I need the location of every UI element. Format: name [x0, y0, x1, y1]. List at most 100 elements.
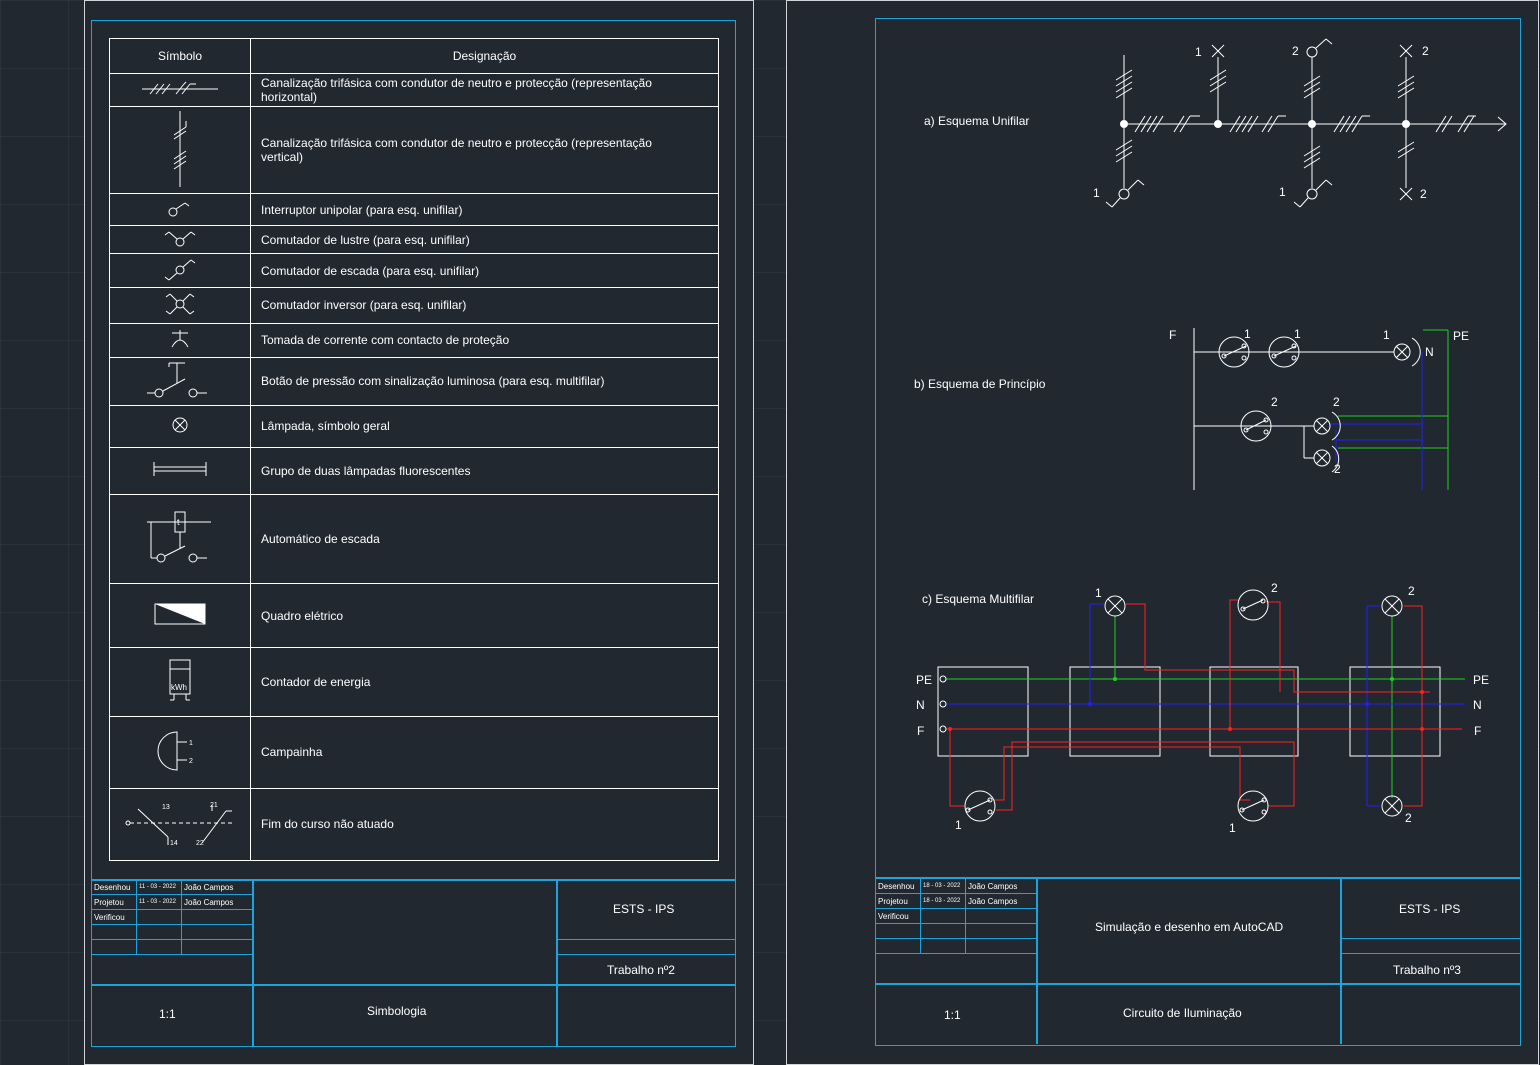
row-description: Botão de pressão com sinalização luminos…	[250, 356, 719, 406]
multifilar-title: c) Esquema Multifilar	[922, 592, 1035, 606]
role-cell: Verificou	[875, 908, 921, 924]
illuminated-push-button-icon	[109, 356, 251, 406]
row-description: Comutador inversor (para esq. unifilar)	[250, 286, 719, 324]
name-cell	[181, 909, 254, 925]
name-cell	[965, 908, 1038, 924]
unifilar-label: 2	[1420, 187, 1427, 201]
principle-number: 2	[1334, 462, 1341, 476]
sheet2-frame	[875, 18, 1521, 1046]
row-description: Canalização trifásica com condutor de ne…	[250, 106, 719, 195]
principle-earth-label: PE	[1453, 329, 1470, 343]
multifilar-left-neutral-label: N	[916, 698, 925, 712]
sheet2-title: Circuito de Iluminação	[1123, 1006, 1242, 1020]
multifilar-number: 1	[1229, 821, 1236, 835]
multifilar-number: 2	[1405, 811, 1412, 825]
svg-text:t: t	[177, 517, 180, 527]
row-description: Campainha	[250, 715, 719, 789]
bell-terminal-1: 1	[189, 740, 193, 747]
role-cell: Desenhou	[91, 879, 137, 895]
row-description: Fim do curso não atuado	[250, 787, 719, 862]
sheet1-work-number: Trabalho nº2	[607, 963, 675, 977]
symbol-table: Símbolo Designação Canalização trifásica…	[109, 37, 719, 862]
limit-label-13: 13	[162, 804, 170, 811]
name-cell: João Campos	[181, 894, 254, 910]
bell-terminal-2: 2	[189, 758, 193, 765]
date-cell	[136, 909, 182, 925]
date-cell: 18 - 03 - 2022	[920, 878, 966, 894]
multifilar-right-earth-label: PE	[1473, 673, 1490, 687]
unifilar-label: 1	[1279, 185, 1286, 199]
multifilar-number: 2	[1408, 584, 1415, 598]
sheet2-subject: Simulação e desenho em AutoCAD	[1095, 920, 1284, 934]
sheet1-frame	[91, 20, 736, 1047]
principle-neutral-label: N	[1425, 345, 1434, 359]
multifilar-right-neutral-label: N	[1473, 698, 1482, 712]
sheet2-school: ESTS - IPS	[1399, 902, 1461, 916]
sheet1-title: Simbologia	[367, 1004, 427, 1018]
inverter-switch-icon	[109, 286, 251, 324]
symbol-column-header: Símbolo	[109, 37, 251, 75]
role-cell: Verificou	[91, 909, 137, 925]
stair-switch-icon	[109, 253, 251, 288]
date-cell	[920, 908, 966, 924]
row-description: Grupo de duas lâmpadas fluorescentes	[250, 446, 719, 496]
sheet1-scale: 1:1	[159, 1007, 176, 1021]
multifilar-number: 1	[955, 818, 962, 832]
unifilar-title: a) Esquema Unifilar	[924, 114, 1030, 128]
name-cell: João Campos	[965, 893, 1038, 909]
three-phase-conduit-vertical-icon	[109, 106, 251, 195]
principle-title: b) Esquema de Princípio	[914, 377, 1046, 391]
unifilar-label: 2	[1292, 44, 1299, 58]
row-description: Interruptor unipolar (para esq. unifilar…	[250, 193, 719, 227]
stair-timer-icon: t	[109, 494, 251, 585]
principle-number: 1	[1244, 327, 1251, 341]
fluorescent-lamps-icon	[109, 446, 251, 496]
row-description: Comutador de escada (para esq. unifilar)	[250, 253, 719, 288]
unifilar-label: 1	[1195, 45, 1202, 59]
row-description: Automático de escada	[250, 494, 719, 585]
electrical-panel-icon	[109, 583, 251, 649]
single-pole-switch-icon	[109, 193, 251, 227]
meter-kwh-label: kWh	[171, 683, 187, 692]
chandelier-switch-icon	[109, 225, 251, 255]
designation-column-header: Designação	[250, 37, 719, 75]
row-description: Quadro elétrico	[250, 583, 719, 649]
row-description: Lâmpada, símbolo geral	[250, 404, 719, 448]
principle-phase-label: F	[1169, 328, 1177, 342]
sheet2-scale: 1:1	[944, 1008, 961, 1022]
row-description: Contador de energia	[250, 647, 719, 717]
date-cell: 18 - 03 - 2022	[920, 893, 966, 909]
limit-label-14: 14	[170, 840, 178, 847]
unifilar-label: 1	[1093, 186, 1100, 200]
multifilar-left-phase-label: F	[917, 724, 925, 738]
energy-meter-icon: kWh	[109, 647, 251, 717]
date-cell: 11 - 03 - 2022	[136, 894, 182, 910]
limit-label-22: 22	[196, 840, 204, 847]
limit-label-21: 21	[210, 802, 218, 809]
principle-number: 2	[1333, 395, 1340, 409]
socket-outlet-icon	[109, 322, 251, 358]
principle-number: 1	[1383, 328, 1390, 342]
role-cell: Projetou	[91, 894, 137, 910]
name-cell: João Campos	[965, 878, 1038, 894]
role-cell: Projetou	[875, 893, 921, 909]
lamp-icon	[109, 404, 251, 448]
multifilar-left-earth-label: PE	[916, 673, 933, 687]
date-cell: 11 - 03 - 2022	[136, 879, 182, 895]
multifilar-right-phase-label: F	[1474, 724, 1482, 738]
limit-switch-icon: 13 14 21 22	[109, 787, 251, 862]
sheet2-work-number: Trabalho nº3	[1393, 963, 1461, 977]
row-description: Comutador de lustre (para esq. unifilar)	[250, 225, 719, 255]
role-cell: Desenhou	[875, 878, 921, 894]
multifilar-number: 1	[1095, 586, 1102, 600]
row-description: Canalização trifásica com condutor de ne…	[250, 73, 719, 108]
multifilar-number: 2	[1271, 581, 1278, 595]
unifilar-label: 2	[1422, 44, 1429, 58]
principle-number: 1	[1294, 327, 1301, 341]
three-phase-conduit-horizontal-icon	[109, 73, 251, 108]
